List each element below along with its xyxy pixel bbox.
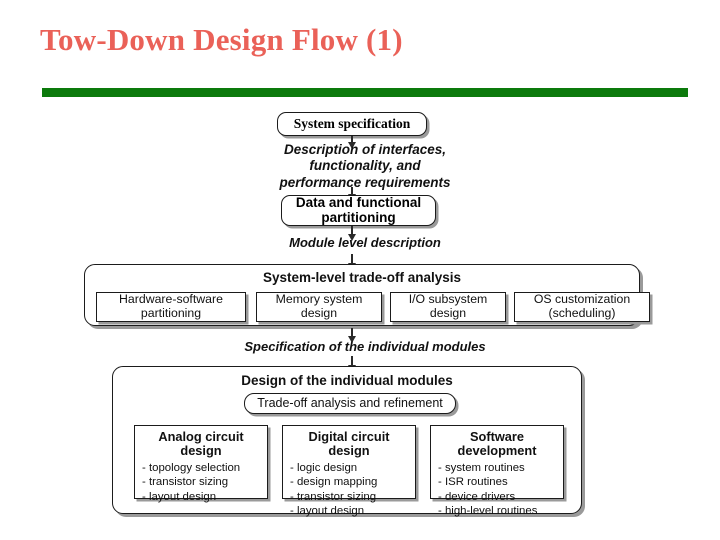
arrow-system-analysis-to-spec-modules <box>348 328 356 343</box>
list-item: - topology selection <box>142 461 241 474</box>
node-system-specification[interactable]: System specification <box>277 112 427 136</box>
list-item: - system routines <box>438 461 525 474</box>
note-specification-of-individual-modules: Specification of the individual modules <box>244 339 486 354</box>
list-item: - design mapping <box>290 476 378 489</box>
list-item: - logic design <box>290 461 358 474</box>
node-title: Software development <box>457 429 537 459</box>
node-os-customization[interactable]: OS customization (scheduling) <box>514 292 650 322</box>
arrow-spec-to-description <box>348 136 356 149</box>
bullet-list: - logic design - design mapping - transi… <box>283 461 415 519</box>
list-item: - high-level routines <box>438 505 538 518</box>
group-system-level-trade-off-analysis: System-level trade-off analysis Hardware… <box>84 264 650 326</box>
group-design-of-individual-modules: Design of the individual modules Trade-o… <box>112 366 582 517</box>
list-item: - transistor sizing <box>142 476 229 489</box>
list-item: - layout design <box>142 490 217 503</box>
group-title-system-level: System-level trade-off analysis <box>262 270 462 285</box>
node-analog-circuit-design[interactable]: Analog circuit design - topology selecti… <box>134 425 268 503</box>
note-module-level-description: Module level description <box>289 235 441 250</box>
node-data-and-functional-partitioning[interactable]: Data and functional partitioning <box>281 195 436 226</box>
list-item: - transistor sizing <box>290 490 377 503</box>
note-description-of-interfaces: Description of interfaces, functionality… <box>279 142 451 190</box>
list-item: - ISR routines <box>438 476 508 489</box>
node-hardware-software-partitioning[interactable]: Hardware-software partitioning <box>96 292 246 322</box>
arrow-spec-modules-to-module-design <box>348 356 356 372</box>
group-title-module-design: Design of the individual modules <box>241 373 453 388</box>
title-divider-rule <box>42 88 688 97</box>
node-trade-off-analysis-and-refinement[interactable]: Trade-off analysis and refinement <box>244 393 456 414</box>
node-title: Digital circuit design <box>308 429 390 459</box>
arrow-partitioning-to-module-level <box>348 226 356 241</box>
node-title: Analog circuit design <box>158 429 244 459</box>
node-io-subsystem-design[interactable]: I/O subsystem design <box>390 292 506 322</box>
node-label: Data and functional partitioning <box>295 194 422 225</box>
page-title: Tow-Down Design Flow (1) <box>40 22 403 57</box>
node-label: Memory system design <box>275 292 363 320</box>
node-digital-circuit-design[interactable]: Digital circuit design - logic design - … <box>282 425 416 517</box>
list-item: - device drivers <box>438 490 516 503</box>
node-memory-system-design[interactable]: Memory system design <box>256 292 382 322</box>
list-item: - layout design <box>290 505 365 518</box>
bullet-list: - system routines - ISR routines - devic… <box>431 461 563 519</box>
node-label: Hardware-software partitioning <box>119 292 223 320</box>
node-label: I/O subsystem design <box>408 292 488 320</box>
arrow-module-level-to-system-analysis <box>348 254 356 270</box>
bullet-list: - topology selection - transistor sizing… <box>135 461 267 504</box>
top-down-design-flow-diagram: System specification Description of inte… <box>0 104 720 524</box>
arrow-description-to-partitioning <box>348 187 356 201</box>
node-software-development[interactable]: Software development - system routines -… <box>430 425 564 517</box>
node-label: OS customization (scheduling) <box>533 292 631 320</box>
